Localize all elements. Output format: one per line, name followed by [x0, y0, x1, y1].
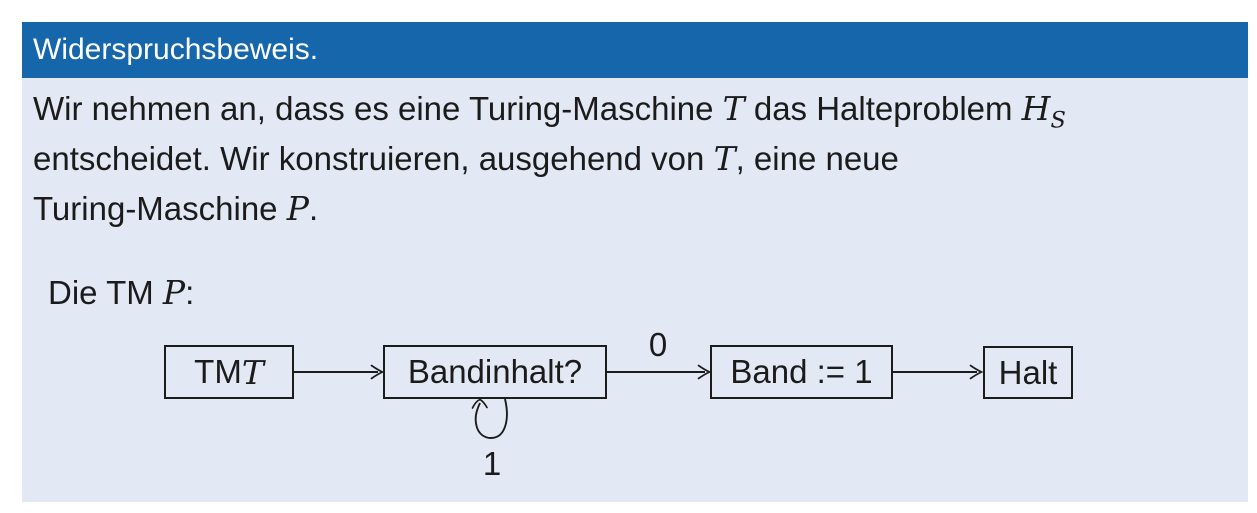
node-bandinhalt: Bandinhalt? [383, 345, 607, 399]
node-band-assign: Band := 1 [710, 345, 893, 399]
paragraph-line-1: Wir nehmen an, dass es eine Turing-Masch… [33, 89, 1066, 134]
block-title: Widerspruchsbeweis. [33, 33, 319, 66]
node-tm-t: TM T [164, 345, 294, 399]
self-loop-arrowhead [471, 398, 488, 409]
self-loop-arrow [474, 398, 508, 439]
diagram-arrows [294, 364, 984, 439]
arrowhead-1 [370, 364, 385, 380]
node-halt: Halt [983, 346, 1073, 399]
paragraph-line-2: entscheidet. Wir konstruieren, ausgehend… [33, 139, 899, 178]
block-title-bar: Widerspruchsbeweis. [22, 22, 1248, 78]
edge-label-1: 1 [482, 445, 502, 482]
edge-label-0: 0 [648, 326, 668, 363]
arrowhead-3 [969, 364, 984, 380]
proof-intro-paragraph: Wir nehmen an, dass es eine Turing-Masch… [33, 84, 1066, 234]
proof-block: Widerspruchsbeweis. Wir nehmen an, dass … [22, 22, 1248, 502]
paragraph-line-3: Turing-Maschine P. [33, 189, 319, 228]
arrowhead-2 [697, 364, 712, 380]
diagram-caption: Die TM P: [48, 273, 195, 312]
